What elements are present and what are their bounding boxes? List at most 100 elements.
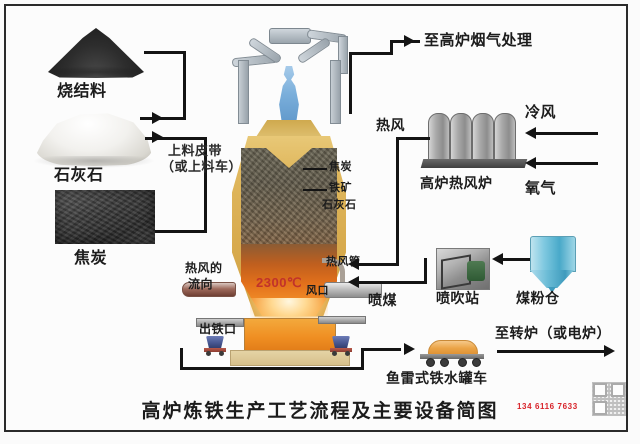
sinter-pile-shadow (46, 66, 146, 78)
connector-topgas-h1 (349, 52, 393, 55)
qr-finder (593, 383, 607, 397)
torpedo-wheel (458, 358, 467, 367)
taphole-runner-left (182, 282, 236, 297)
hot-blast-flow-label-line2: 流向 (188, 277, 214, 291)
to-converter-label: 至转炉（或电炉） (495, 326, 611, 342)
coal-injection-label: 喷煤 (368, 293, 397, 309)
page-title: 高炉炼铁生产工艺流程及主要设备简图 (141, 400, 499, 422)
stove-base (420, 159, 528, 168)
limestone-label: 石灰石 (54, 165, 104, 184)
arrow-hot-blast-to-furnace (348, 258, 359, 270)
charging-belt-label-line2: （或上料车） (161, 160, 243, 175)
burden-label-coke: 焦炭 (329, 160, 352, 173)
torpedo-frame (420, 354, 484, 359)
furnace-temperature-label: 2300℃ (256, 275, 303, 290)
connector-oxygen (536, 162, 598, 165)
ladle-base (204, 348, 226, 352)
hot-blast-label: 热风 (376, 118, 405, 134)
taphole-trough-left (196, 318, 244, 327)
arrow-bunker-to-station (492, 253, 503, 265)
ladle-wheel (332, 351, 337, 356)
stove-name-label: 高炉热风炉 (420, 176, 493, 192)
connector-cold-blast (536, 132, 598, 135)
connector-to-converter (497, 350, 607, 353)
connector-hotmetal-v2 (361, 348, 364, 370)
charging-belt-label-line1: 上料皮带 (168, 144, 223, 159)
connector-inject-v (424, 258, 427, 284)
arrow-feed-top (152, 112, 163, 124)
qr-code-watermark (592, 382, 626, 416)
ladle-pot (332, 336, 350, 348)
coke-label: 焦炭 (74, 248, 108, 267)
torpedo-wheel (472, 358, 481, 367)
torpedo-ladle-car-image (420, 340, 484, 367)
gas-cleaning-label: 至高炉烟气处理 (424, 31, 533, 49)
bunker-body (530, 236, 576, 272)
arrow-feed-mid (152, 131, 163, 143)
connector-hotmetal-v (180, 348, 183, 370)
coal-powder-bunker-image (530, 236, 576, 294)
connector-bunker-to-station (502, 258, 530, 261)
coal-injection-station-image (436, 248, 490, 290)
bunker-outlet (548, 287, 556, 293)
watermark-phone-number: 134 6116 7633 (517, 402, 578, 411)
hot-blast-stove (420, 113, 528, 168)
burden-label-limestone: 石灰石 (322, 198, 357, 211)
taphole-label: 出铁口 (199, 322, 237, 336)
connector-topgas-v (349, 52, 352, 114)
oxygen-label: 氧气 (525, 179, 557, 197)
connector-hotblast-v (396, 137, 399, 266)
torpedo-wheel (440, 358, 449, 367)
stove-dome (472, 113, 494, 163)
connector-sinter-v (183, 51, 186, 119)
ladle-car-right (330, 336, 352, 356)
cold-blast-label: 冷风 (525, 103, 557, 121)
connector-sinter-h (144, 51, 186, 54)
qr-finder (593, 401, 607, 415)
furnace-downleg-left (238, 60, 249, 124)
burden-label-iron-ore: 铁矿 (329, 181, 352, 194)
ladle-wheel (206, 351, 211, 356)
torpedo-car-label: 鱼雷式铁水罐车 (386, 371, 488, 387)
arrow-to-gas-cleaning (404, 35, 415, 47)
arrow-oxygen (525, 157, 536, 169)
arrow-to-converter (604, 345, 615, 357)
connector-feed-top-h (140, 117, 186, 120)
furnace-downleg-right (330, 60, 341, 124)
arrow-coal-injection (348, 276, 359, 288)
coal-bunker-label: 煤粉仓 (516, 291, 560, 307)
furnace-downcomer-right (338, 36, 348, 74)
taphole-trough-right (318, 316, 366, 324)
connector-topgas-v2 (390, 40, 393, 55)
limestone-pile-shadow (34, 156, 154, 168)
connector-hotblast-h2 (358, 263, 399, 266)
connector-coke-v (204, 138, 207, 233)
tuyere-label: 风口 (306, 284, 329, 297)
stove-dome (494, 113, 516, 163)
furnace-bell-charging-device (279, 66, 299, 126)
connector-coke-h (155, 230, 207, 233)
stove-dome (428, 113, 450, 163)
arrow-to-torpedo (404, 343, 415, 355)
bunker-cone (530, 270, 574, 288)
leader-line-coke (303, 168, 327, 170)
injection-station-label: 喷吹站 (436, 291, 480, 307)
arrow-cold-blast (525, 127, 536, 139)
blast-furnace (214, 8, 364, 366)
leader-line-iron-ore (303, 189, 327, 191)
connector-hotmetal-h2 (361, 348, 401, 351)
ladle-car-left (204, 336, 226, 356)
hot-blast-flow-label-line1: 热风的 (185, 261, 223, 275)
connector-limestone-h (145, 137, 207, 140)
connector-inject-h (358, 281, 427, 284)
furnace-top-valve (269, 28, 311, 44)
ladle-pot (206, 336, 224, 348)
torpedo-wheel (426, 358, 435, 367)
stove-dome (450, 113, 472, 163)
furnace-foundation (230, 350, 350, 366)
injection-motor (467, 261, 485, 281)
bustle-pipe-elbow (322, 258, 345, 291)
connector-hotblast-h (396, 137, 430, 140)
sinter-label: 烧结料 (57, 81, 107, 100)
